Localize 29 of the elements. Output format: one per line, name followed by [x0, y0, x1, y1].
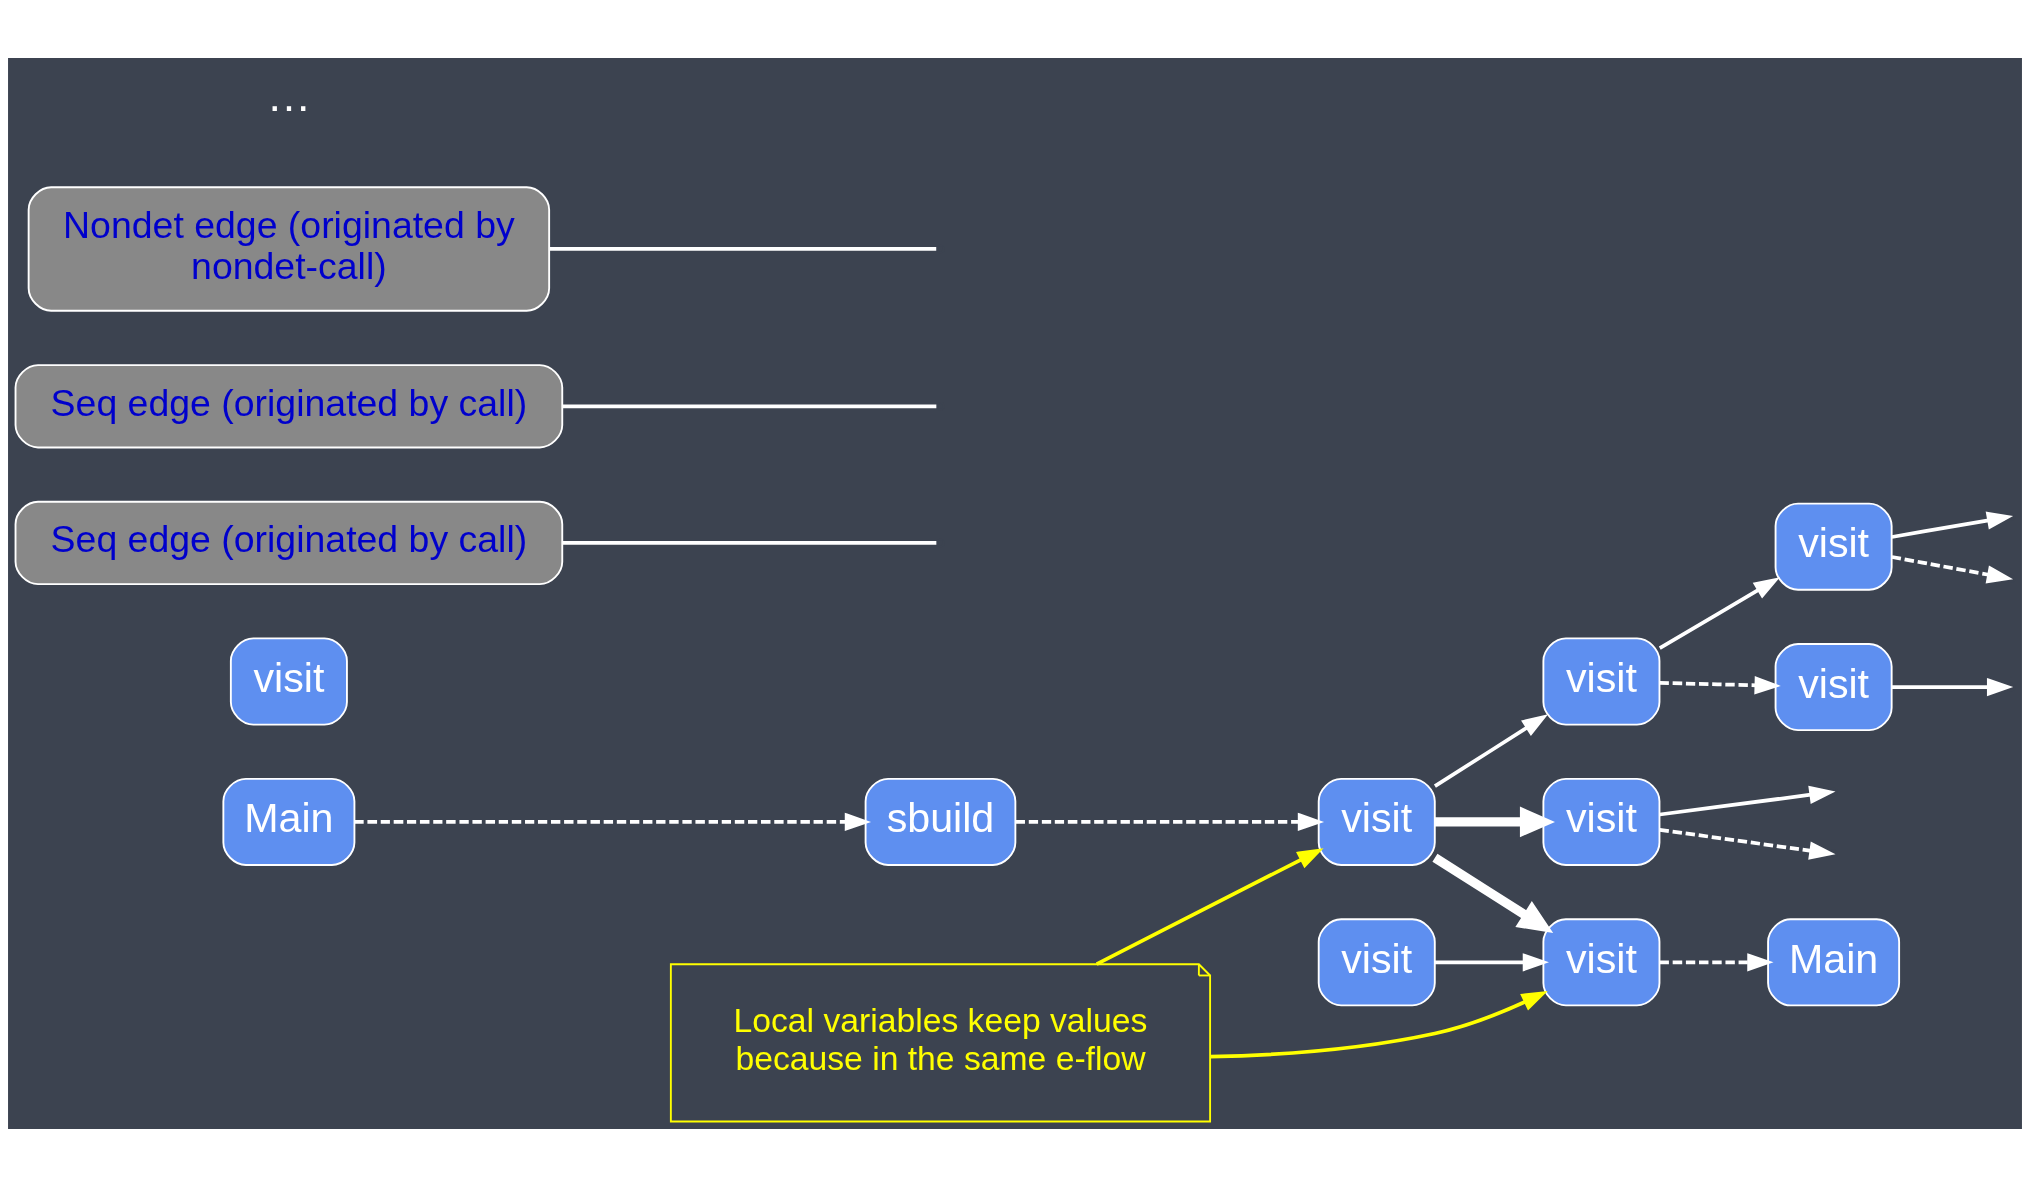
node-box: visit	[229, 637, 348, 725]
node-box: visit	[1774, 502, 1893, 591]
node-box: Main	[222, 777, 356, 866]
node-box: visit	[1542, 637, 1661, 725]
arrow	[1095, 847, 1324, 966]
node-box: visit	[1774, 642, 1893, 731]
arrow	[1210, 990, 1548, 1058]
node-box: Nondet edge (originated by nondet-call)	[27, 185, 551, 312]
node-box: Seq edge (originated by call)	[14, 500, 564, 585]
connector	[562, 540, 937, 545]
arrow	[1434, 952, 1549, 972]
arrow	[1432, 853, 1554, 933]
node-box: sbuild	[864, 777, 1017, 866]
arrow	[1015, 812, 1325, 831]
node-box: visit	[1317, 777, 1436, 866]
arrow	[1659, 675, 1781, 694]
label: …	[266, 69, 312, 121]
arrow	[1434, 806, 1555, 837]
arrow	[1659, 952, 1774, 972]
node-box: visit	[1542, 917, 1661, 1006]
arrow	[1433, 713, 1549, 788]
node-box: visit	[1317, 917, 1436, 1006]
connector	[549, 246, 937, 251]
connector	[562, 403, 937, 408]
arrow	[354, 812, 872, 831]
node-box: visit	[1542, 777, 1661, 866]
arrow	[1658, 576, 1780, 650]
node-box: Seq edge (originated by call)	[14, 363, 564, 448]
node-box: Main	[1767, 917, 1901, 1006]
